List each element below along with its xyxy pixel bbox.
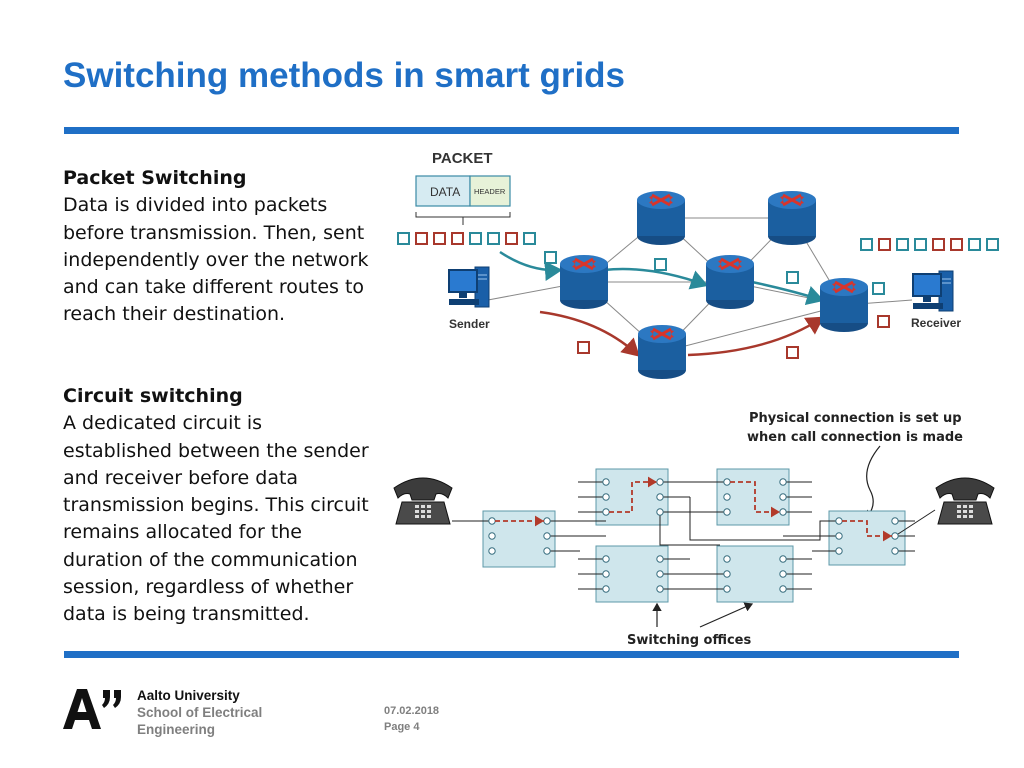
receiver-computer-icon <box>911 270 954 312</box>
sender-label: Sender <box>449 317 490 331</box>
sender-computer-icon <box>447 266 490 308</box>
switching-offices-pointer <box>699 602 754 628</box>
router-icon <box>636 190 686 246</box>
receiver-packet-row <box>860 238 999 251</box>
footer-meta: 07.02.2018 Page 4 <box>384 703 439 735</box>
left-telephone-icon <box>393 477 453 525</box>
packet-switching-diagram: PACKET DATA HEADER <box>397 150 999 380</box>
school-name-line2: Engineering <box>137 722 216 737</box>
packet-bracket <box>415 212 511 218</box>
top-divider <box>64 127 959 134</box>
packet-switching-body: Data is divided into packets before tran… <box>63 194 369 326</box>
receiver-label: Receiver <box>911 316 961 330</box>
packet-switching-text: Packet Switching Data is divided into pa… <box>63 165 373 329</box>
physical-connection-label-line2: when call connection is made <box>747 430 963 445</box>
school-name-line1: School of Electrical <box>137 705 263 720</box>
packet-label: PACKET <box>432 150 493 167</box>
teal-flow-arrow-3 <box>751 280 825 306</box>
circuit-switching-body: A dedicated circuit is established betwe… <box>63 412 369 626</box>
aalto-logo <box>63 689 121 729</box>
terminals <box>488 478 899 593</box>
circuit-path-segment <box>730 481 780 518</box>
university-name: Aalto University <box>137 688 240 703</box>
sender-packet-row <box>397 232 536 245</box>
physical-connection-pointer <box>865 445 881 519</box>
bottom-divider <box>64 651 959 658</box>
packet-header-label: HEADER <box>474 187 506 196</box>
trunk-lines <box>452 481 936 590</box>
right-telephone-icon <box>935 477 995 525</box>
slide-title: Switching methods in smart grids <box>63 56 626 95</box>
teal-flow-arrow-1 <box>499 250 563 281</box>
router-icon <box>637 324 687 380</box>
packet-data-label: DATA <box>430 185 460 199</box>
footer-organization: Aalto University School of Electrical En… <box>137 687 262 738</box>
footer-date: 07.02.2018 <box>384 705 440 717</box>
physical-connection-label-line1: Physical connection is set up <box>749 411 962 426</box>
packet-header-box <box>469 175 511 207</box>
router-icon <box>559 254 609 310</box>
router-icon <box>819 277 869 333</box>
circuit-switching-diagram: Physical connection is set up when call … <box>393 411 995 648</box>
red-flow-arrow-1 <box>539 310 640 357</box>
router-icon <box>705 254 755 310</box>
switching-offices-label: Switching offices <box>627 633 751 648</box>
packet-switching-heading: Packet Switching <box>63 167 247 189</box>
circuit-switching-text: Circuit switching A dedicated circuit is… <box>63 383 373 629</box>
circuit-switching-heading: Circuit switching <box>63 385 243 407</box>
circuit-path-segment <box>842 520 892 542</box>
in-flight-packets <box>544 251 890 359</box>
circuit-path-segment <box>609 476 657 513</box>
teal-flow-arrow-2 <box>603 267 709 290</box>
red-flow-arrow-2 <box>687 316 825 357</box>
router-icon <box>767 190 817 246</box>
footer-page-number: Page 4 <box>384 721 420 733</box>
